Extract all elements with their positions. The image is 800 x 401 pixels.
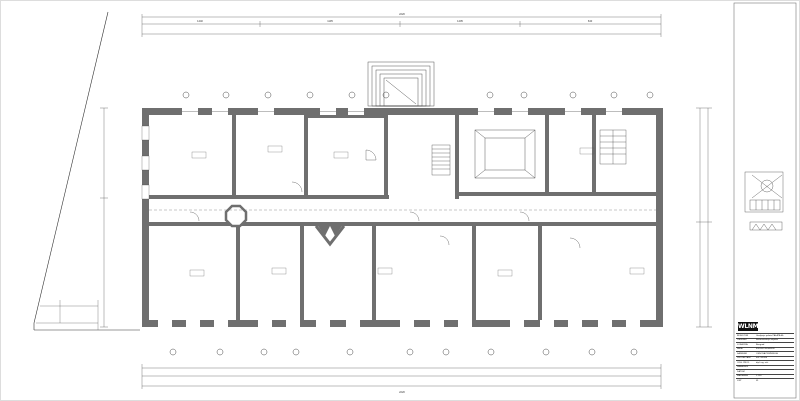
title-row-value: IDEJNO RESENJE	[756, 348, 775, 351]
title-row: LIST 01	[736, 378, 794, 382]
grid-axis-markers	[169, 91, 654, 356]
title-row: OBJEKAT Rekonstrukcija objekta	[736, 337, 794, 342]
title-row-key: ODG. PROJ.	[737, 361, 750, 364]
interior-walls	[149, 115, 656, 320]
title-row-value: Rekonstrukcija objekta	[756, 339, 779, 342]
title-row: FAZA IDEJNO RESENJE	[736, 346, 794, 351]
octagon-pier	[224, 204, 248, 228]
title-row: RAZMERA 1:100	[736, 373, 794, 378]
title-row-value: Beograd	[756, 343, 765, 346]
title-row-value: Uredjenje palate PALATA Mr	[756, 334, 784, 337]
courtyard-skylight	[474, 129, 536, 179]
title-row: SADRZAJ OSNOVA PRIZEMLJA	[736, 351, 794, 355]
staircase	[431, 129, 627, 176]
title-row-key: INVESTOR	[737, 334, 749, 337]
top-dimension-chains	[141, 14, 662, 37]
door-swings	[189, 149, 581, 249]
key-plan	[744, 171, 784, 231]
title-row-value: OSNOVA PRIZEMLJA	[756, 352, 778, 355]
title-row-value: arh. WLNM	[756, 357, 768, 360]
top-segment-3: 1405	[457, 19, 463, 23]
title-row-key: LIST	[737, 379, 742, 382]
site-boundary	[33, 11, 109, 330]
title-row-value: 01	[756, 379, 759, 382]
title-row-key: LOKACIJA	[737, 343, 748, 346]
title-row-key: OBJEKAT	[737, 339, 747, 342]
top-segment-4: 640	[588, 19, 593, 23]
title-row-key: FAZA	[737, 348, 743, 351]
title-row-key: SADRZAJ	[737, 352, 747, 355]
overall-dimension-top: 2220	[399, 12, 405, 16]
entrance-steps	[367, 61, 435, 107]
title-row: ODG. PROJ. dipl. ing. arh.	[736, 360, 794, 364]
title-row-value: dipl. ing. arh.	[756, 361, 769, 364]
right-dimension-chain	[696, 107, 712, 328]
bottom-dimension-chains	[141, 364, 662, 389]
firm-logo: WLNM	[738, 322, 759, 331]
title-row: PROJEKTANT arh. WLNM	[736, 355, 794, 360]
title-row-key: PROJEKTANT	[737, 357, 752, 360]
title-block-frame	[733, 2, 797, 399]
top-segment-2: 1105	[327, 19, 333, 23]
title-row-key: DATUM	[737, 370, 745, 373]
title-row-key: SARADNIK	[737, 366, 749, 369]
title-row: DATUM	[736, 369, 794, 373]
title-row: SARADNIK	[736, 364, 794, 369]
title-row: LOKACIJA Beograd	[736, 342, 794, 346]
exterior-walls	[142, 108, 663, 327]
title-row-value: 1:100	[756, 375, 762, 378]
title-row: INVESTOR Uredjenje palate PALATA Mr	[736, 333, 794, 337]
title-row-key: RAZMERA	[737, 375, 748, 378]
left-dimension-chain	[100, 107, 108, 328]
overall-dimension-bottom: 2220	[399, 390, 405, 394]
top-segment-1: 1440	[197, 19, 203, 23]
